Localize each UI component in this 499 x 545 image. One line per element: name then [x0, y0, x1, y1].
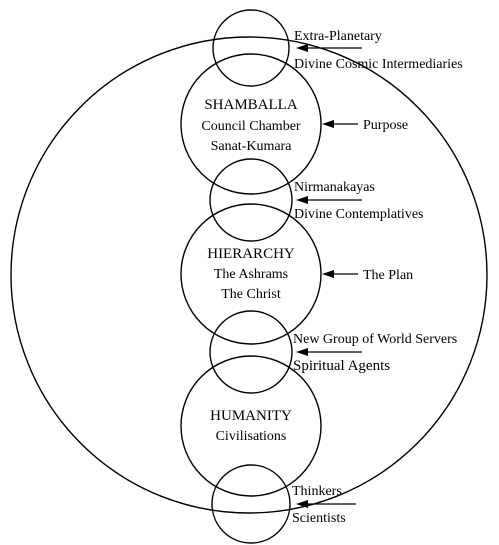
divine-contemplatives-label: Divine Contemplatives	[294, 207, 423, 222]
humanity-circle	[180, 355, 322, 497]
spiritual-agents-label: Spiritual Agents	[293, 358, 390, 374]
world-servers-label: New Group of World Servers	[293, 332, 457, 347]
the-plan-label: The Plan	[363, 268, 413, 283]
outer-circle	[10, 36, 488, 514]
shamballa-line1: Council Chamber	[201, 119, 300, 134]
humanity-line1: Civilisations	[216, 429, 287, 444]
scientists-label: Scientists	[292, 511, 346, 526]
extra-planetary-arrow	[296, 44, 362, 52]
extra-planetary-label: Extra-Planetary	[294, 29, 382, 44]
world-servers-circle	[209, 310, 293, 394]
shamballa-line2: Sanat-Kumara	[211, 139, 293, 154]
purpose-arrow	[322, 120, 358, 128]
world-servers-arrow	[296, 348, 362, 356]
hierarchy-title: HIERARCHY	[207, 246, 295, 262]
hierarchy-circle	[180, 203, 322, 345]
hierarchy-line1: The Ashrams	[214, 267, 288, 282]
thinkers-circle	[211, 464, 291, 544]
nirmanakaya-circle	[209, 158, 293, 242]
thinkers-label: Thinkers	[292, 484, 342, 499]
hierarchy-line2: The Christ	[221, 287, 281, 302]
the-plan-arrow	[322, 270, 358, 278]
purpose-label: Purpose	[363, 118, 408, 133]
nirmanakayas-label: Nirmanakayas	[294, 180, 375, 195]
thinkers-arrow	[296, 500, 356, 508]
shamballa-title: SHAMBALLA	[204, 97, 298, 113]
shamballa-circle	[180, 53, 322, 195]
extra-planetary-circle	[212, 9, 290, 87]
humanity-title: HUMANITY	[210, 408, 292, 424]
cosmic-intermediaries-label: Divine Cosmic Intermediaries	[294, 57, 463, 72]
nirmanakayas-arrow	[296, 196, 362, 204]
